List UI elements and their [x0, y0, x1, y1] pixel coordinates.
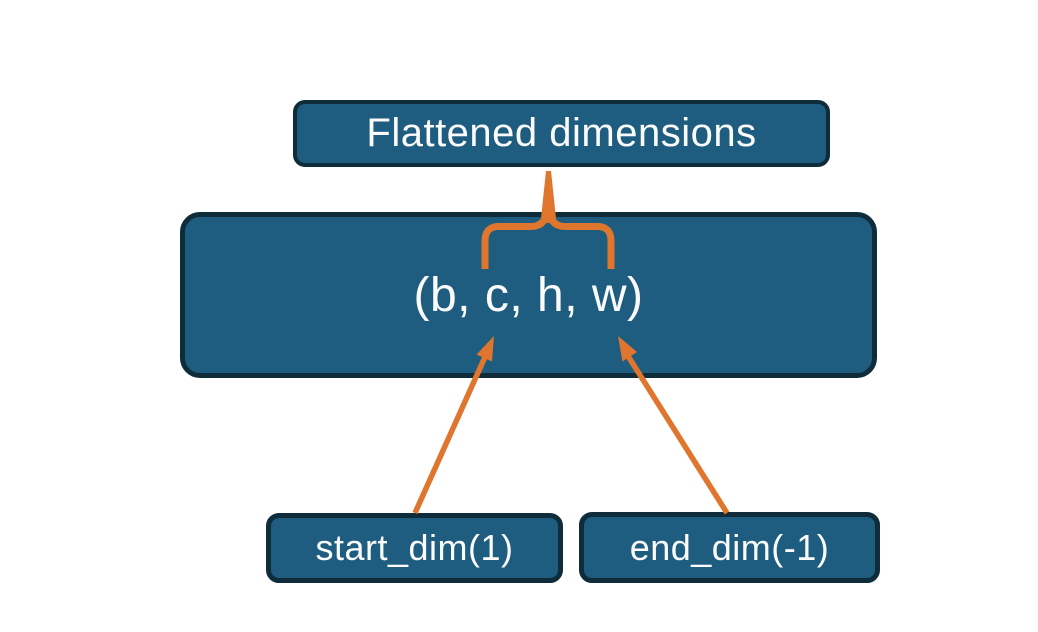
tensor-shape-box: (b, c, h, w)	[180, 212, 877, 378]
flattened-dimensions-label: Flattened dimensions	[366, 111, 757, 155]
flattened-dimensions-box: Flattened dimensions	[293, 100, 830, 167]
start-dim-box: start_dim(1)	[266, 513, 563, 583]
end-dim-label: end_dim(-1)	[629, 526, 830, 568]
end-dim-box: end_dim(-1)	[579, 512, 880, 583]
tensor-shape-label: (b, c, h, w)	[413, 268, 644, 322]
start-dim-label: start_dim(1)	[315, 527, 514, 568]
